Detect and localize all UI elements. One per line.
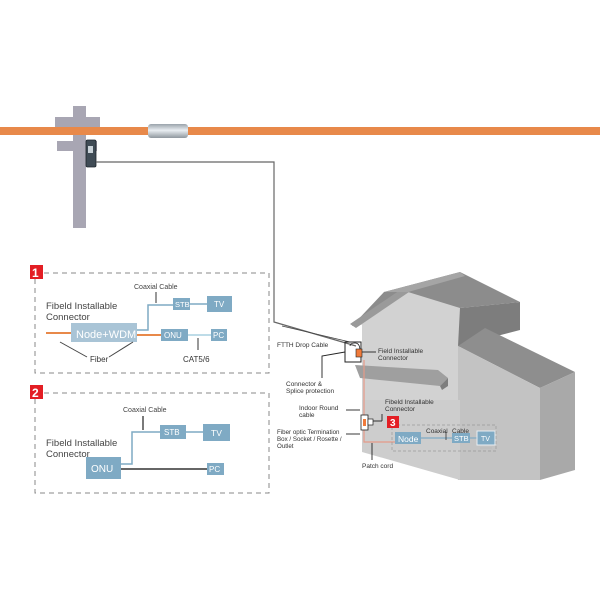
drop-cable-shadow	[281, 325, 351, 343]
panel-1-onu-text: ONU	[164, 331, 182, 340]
aerial-fiber-cable	[0, 127, 600, 135]
indoor-cable-label-2: cable	[299, 412, 315, 419]
panel-2-onu-box	[86, 457, 121, 479]
panel-1-stb-text: STB	[175, 300, 190, 309]
patch-cord-label: Patch cord	[362, 463, 393, 470]
house-node-text: Node	[398, 434, 419, 444]
indoor-round-cable	[363, 360, 395, 443]
panel-1-coax-label: Coaxial Cable	[134, 284, 178, 291]
fibeld-connector-label-1: Fibeld Installable	[385, 399, 434, 406]
pole-terminal-box	[85, 139, 97, 168]
house	[350, 272, 575, 480]
panel-3-badge-text: 3	[390, 418, 396, 429]
panel-1: 1 Fibeld Installable Connector Coaxial C…	[30, 265, 270, 374]
fibeld-connector-label-2: Connector	[385, 406, 416, 413]
field-connector-label-2: Connector	[378, 355, 409, 362]
panel-1-pc-box	[211, 329, 227, 341]
termination-box	[360, 414, 374, 431]
house-node-box	[395, 432, 421, 444]
drop-cable	[96, 161, 357, 347]
panel-1-fiber-label: Fiber	[90, 355, 109, 364]
panel-1-node-wdm-text: Node+WDM	[76, 329, 136, 341]
utility-pole	[55, 106, 100, 228]
panel-1-onu-box	[161, 329, 188, 341]
panel-2-coax-label: Coaxial Cable	[123, 407, 167, 414]
panel-1-stb-box	[173, 298, 190, 310]
termination-label-3: Outlet	[277, 443, 294, 450]
panel-2-badge: 2	[32, 386, 39, 400]
leader-lines	[321, 351, 383, 460]
panel-1-badge: 1	[32, 266, 39, 280]
field-connector-label-1: Field Installable	[378, 348, 424, 355]
house-coaxial-text: Coaxial	[426, 428, 448, 435]
splice-sleeve	[148, 124, 188, 138]
panel-1-pc-text: PC	[213, 331, 224, 340]
panel-1-node-wdm-box	[71, 323, 137, 342]
panel-2-connector-label-2: Connector	[46, 449, 90, 460]
panel-2-connector-label-1: Fibeld Installable	[46, 438, 117, 449]
panel-2-tv-text: TV	[211, 428, 222, 438]
panel-2-stb-box	[160, 425, 186, 439]
splice-label-1: Connector &	[286, 381, 323, 388]
termination-label-1: Fiber optic Termination	[277, 429, 340, 436]
panel-3-badge	[387, 416, 399, 428]
house-stb-box	[452, 433, 470, 443]
termination-label-2: Box / Socket / Rosette /	[277, 436, 342, 443]
panel-2-tv-box	[203, 424, 230, 441]
panel-1-tv-text: TV	[214, 300, 225, 309]
panel-1-connector-label-1: Fibeld Installable	[46, 301, 117, 312]
panel-2-stb-text: STB	[164, 428, 180, 437]
house-tv-box	[476, 430, 496, 446]
panel-2-pc-text: PC	[209, 465, 220, 474]
panel-1-connector-label-2: Connector	[46, 312, 90, 323]
house-tv-text: TV	[481, 436, 490, 443]
panel-2-onu-text: ONU	[91, 464, 113, 475]
panel-1-cat-label: CAT5/6	[183, 355, 210, 364]
ftth-drop-label: FTTH Drop Cable	[277, 342, 329, 349]
panel-2: 2 Fibeld Installable Connector Coaxial C…	[30, 385, 270, 494]
house-stb-text: STB	[454, 434, 469, 443]
house-cable-text: Cable	[452, 428, 469, 435]
splice-label-2: Splice protection	[286, 388, 334, 395]
panel-1-tv-box	[207, 296, 232, 312]
indoor-cable-label-1: Indoor Round	[299, 405, 339, 412]
panel-3-frame	[391, 424, 497, 452]
panel-2-pc-box	[207, 463, 224, 475]
